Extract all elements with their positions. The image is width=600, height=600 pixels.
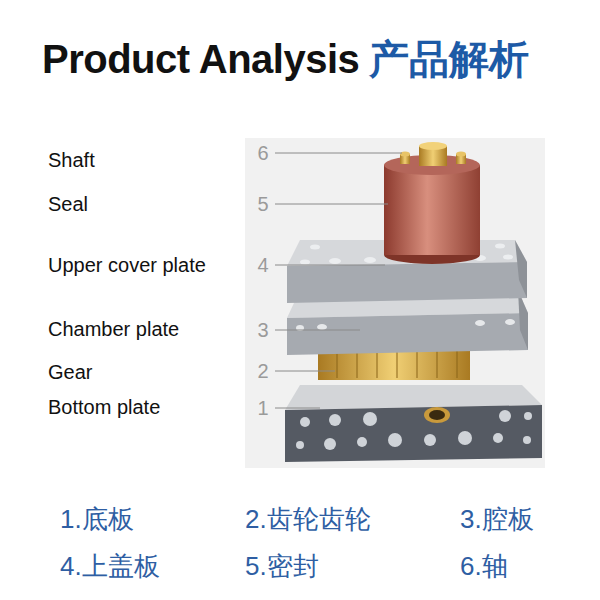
leader-lines [275,153,402,408]
title: Product Analysis [42,36,359,82]
callout-number: 1 [257,397,268,420]
part-name: Seal [48,193,88,216]
part-name: Bottom plate [48,396,160,419]
callout-number: 5 [257,193,268,216]
legend-item: 2.齿轮齿轮 [245,505,371,535]
backdrop [245,138,545,468]
legend-item: 1.底板 [60,505,134,535]
part-name: Shaft [48,149,95,172]
legend-item: 6.轴 [460,552,508,582]
title-chinese: 产品解析 [369,36,529,82]
legend-item: 3.腔板 [460,505,534,535]
part-name: Chamber plate [48,318,179,341]
callout-number: 4 [257,254,268,277]
seal [384,155,480,264]
callout-number: 2 [257,360,268,383]
bottom-plate [285,385,542,462]
part-name: Gear [48,361,92,384]
callout-number: 3 [257,319,268,342]
legend-item: 4.上盖板 [60,552,160,582]
part-name: Upper cover plate [48,254,206,277]
legend-item: 5.密封 [245,552,319,582]
callout-number: 6 [257,142,268,165]
shaft [400,142,466,166]
